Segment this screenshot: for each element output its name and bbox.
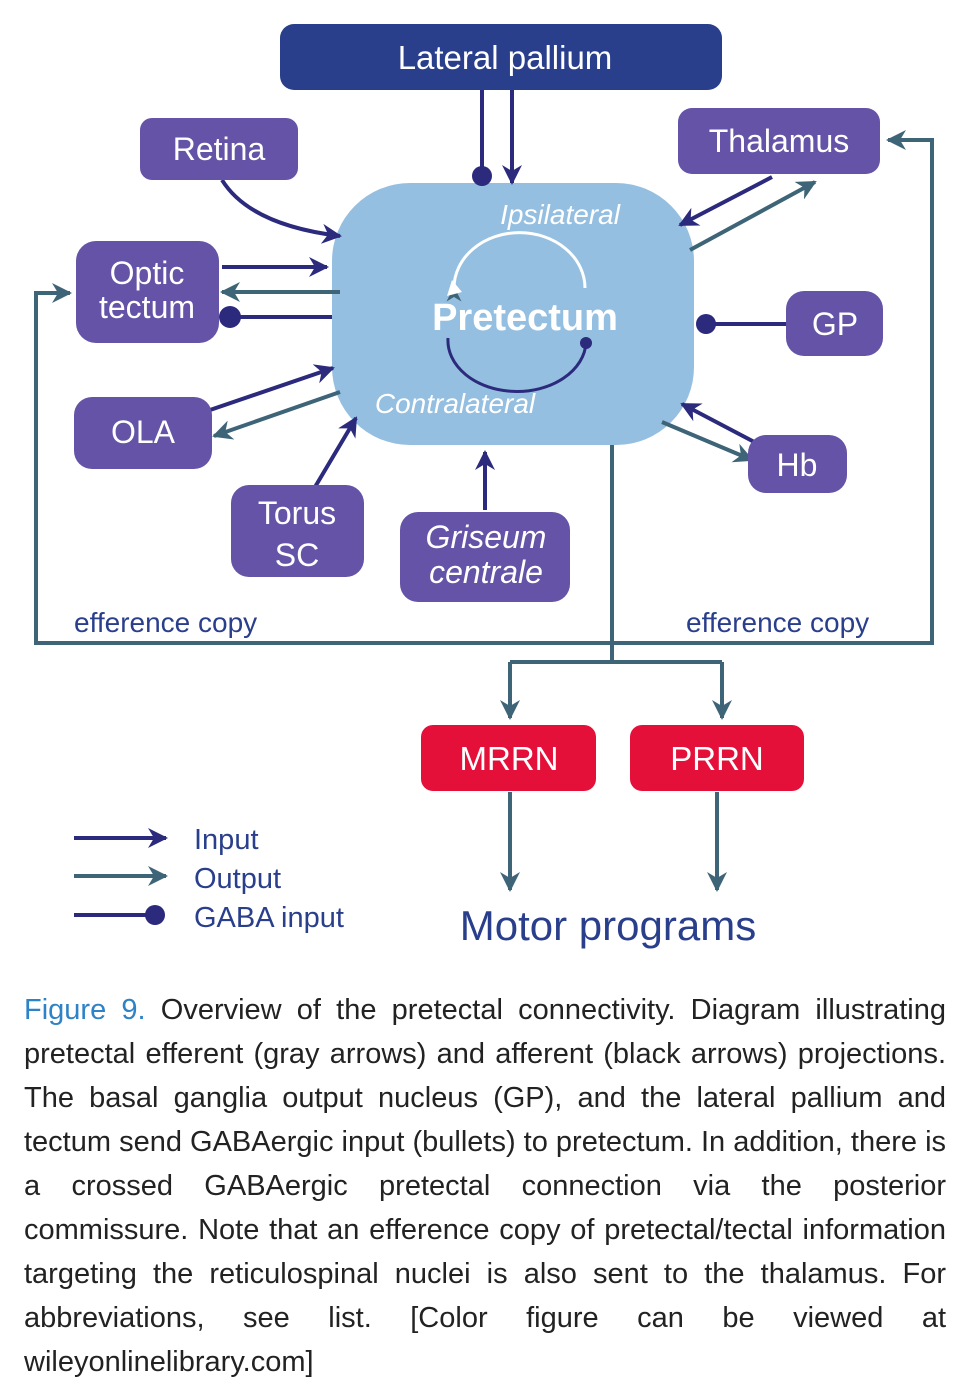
ipsilateral-label: Ipsilateral xyxy=(500,199,621,230)
legend-output-label: Output xyxy=(194,863,281,895)
output-ola xyxy=(212,390,341,440)
pretectum-title: Pretectum xyxy=(432,297,618,339)
mrrn-node xyxy=(421,725,596,791)
input-torus xyxy=(313,416,358,489)
figure-label: Figure 9. xyxy=(24,994,146,1026)
input-ola xyxy=(209,364,335,412)
legend-gaba-dot xyxy=(145,905,165,925)
griseum-centrale-label-line2: centrale xyxy=(429,554,543,590)
griseum-centrale-node xyxy=(400,512,570,602)
mrrn-label: MRRN xyxy=(460,740,559,777)
thalamus-label: Thalamus xyxy=(709,123,850,159)
motor-branch-line xyxy=(510,643,722,664)
retina-label: Retina xyxy=(173,131,266,167)
connectivity-diagram: Pretectum Ipsilateral Contralateral Late… xyxy=(34,24,934,949)
contralateral-label: Contralateral xyxy=(375,388,536,419)
contralateral-gaba-dot xyxy=(580,337,592,349)
legend-input-label: Input xyxy=(194,824,259,856)
optic-tectum-label-line2: tectum xyxy=(99,289,195,325)
legend: Input Output GABA input xyxy=(74,824,344,934)
gaba-dot-tectum xyxy=(219,306,241,328)
gp-label: GP xyxy=(812,306,858,342)
motor-programs-label: Motor programs xyxy=(460,902,756,949)
prrn-label: PRRN xyxy=(670,740,764,777)
ola-node xyxy=(74,397,212,469)
optic-tectum-label-line1: Optic xyxy=(110,255,185,291)
lateral-pallium-label: Lateral pallium xyxy=(398,39,613,76)
griseum-centrale-label-line1: Griseum xyxy=(426,519,547,555)
ipsilateral-arc xyxy=(446,231,587,302)
gaba-dot-gp xyxy=(696,314,716,334)
torus-sc-label-line2: SC xyxy=(275,537,319,573)
efference-copy-left-label: efference copy xyxy=(74,607,257,638)
figure-caption-text: Overview of the pretectal connectivity. … xyxy=(24,994,947,1378)
prrn-node xyxy=(630,725,804,791)
gaba-dot-pallium xyxy=(472,166,492,186)
ola-label: OLA xyxy=(111,414,176,450)
optic-tectum-node xyxy=(76,241,219,343)
output-hb xyxy=(661,420,754,463)
efference-copy-right-label: efference copy xyxy=(686,607,869,638)
lateral-pallium-node xyxy=(280,24,722,90)
pretectum-node xyxy=(332,183,694,445)
hb-node xyxy=(748,435,847,493)
legend-gaba-label: GABA input xyxy=(194,902,344,934)
torus-sc-node xyxy=(231,485,364,577)
figure-caption: Figure 9. Overview of the pretectal conn… xyxy=(24,988,946,1384)
thalamus-node xyxy=(678,108,880,174)
input-retina xyxy=(220,178,342,244)
efference-loop-left xyxy=(34,283,614,645)
retina-node xyxy=(140,118,298,180)
gp-node xyxy=(786,291,883,356)
contralateral-arc xyxy=(446,337,588,393)
torus-sc-label-line1: Torus xyxy=(258,495,336,531)
ipsilateral-arrowhead xyxy=(447,280,462,296)
output-thalamus xyxy=(689,180,817,252)
efference-loop-right xyxy=(612,130,934,645)
hb-label: Hb xyxy=(777,447,818,483)
input-hb xyxy=(680,402,761,447)
input-thalamus xyxy=(678,175,773,227)
